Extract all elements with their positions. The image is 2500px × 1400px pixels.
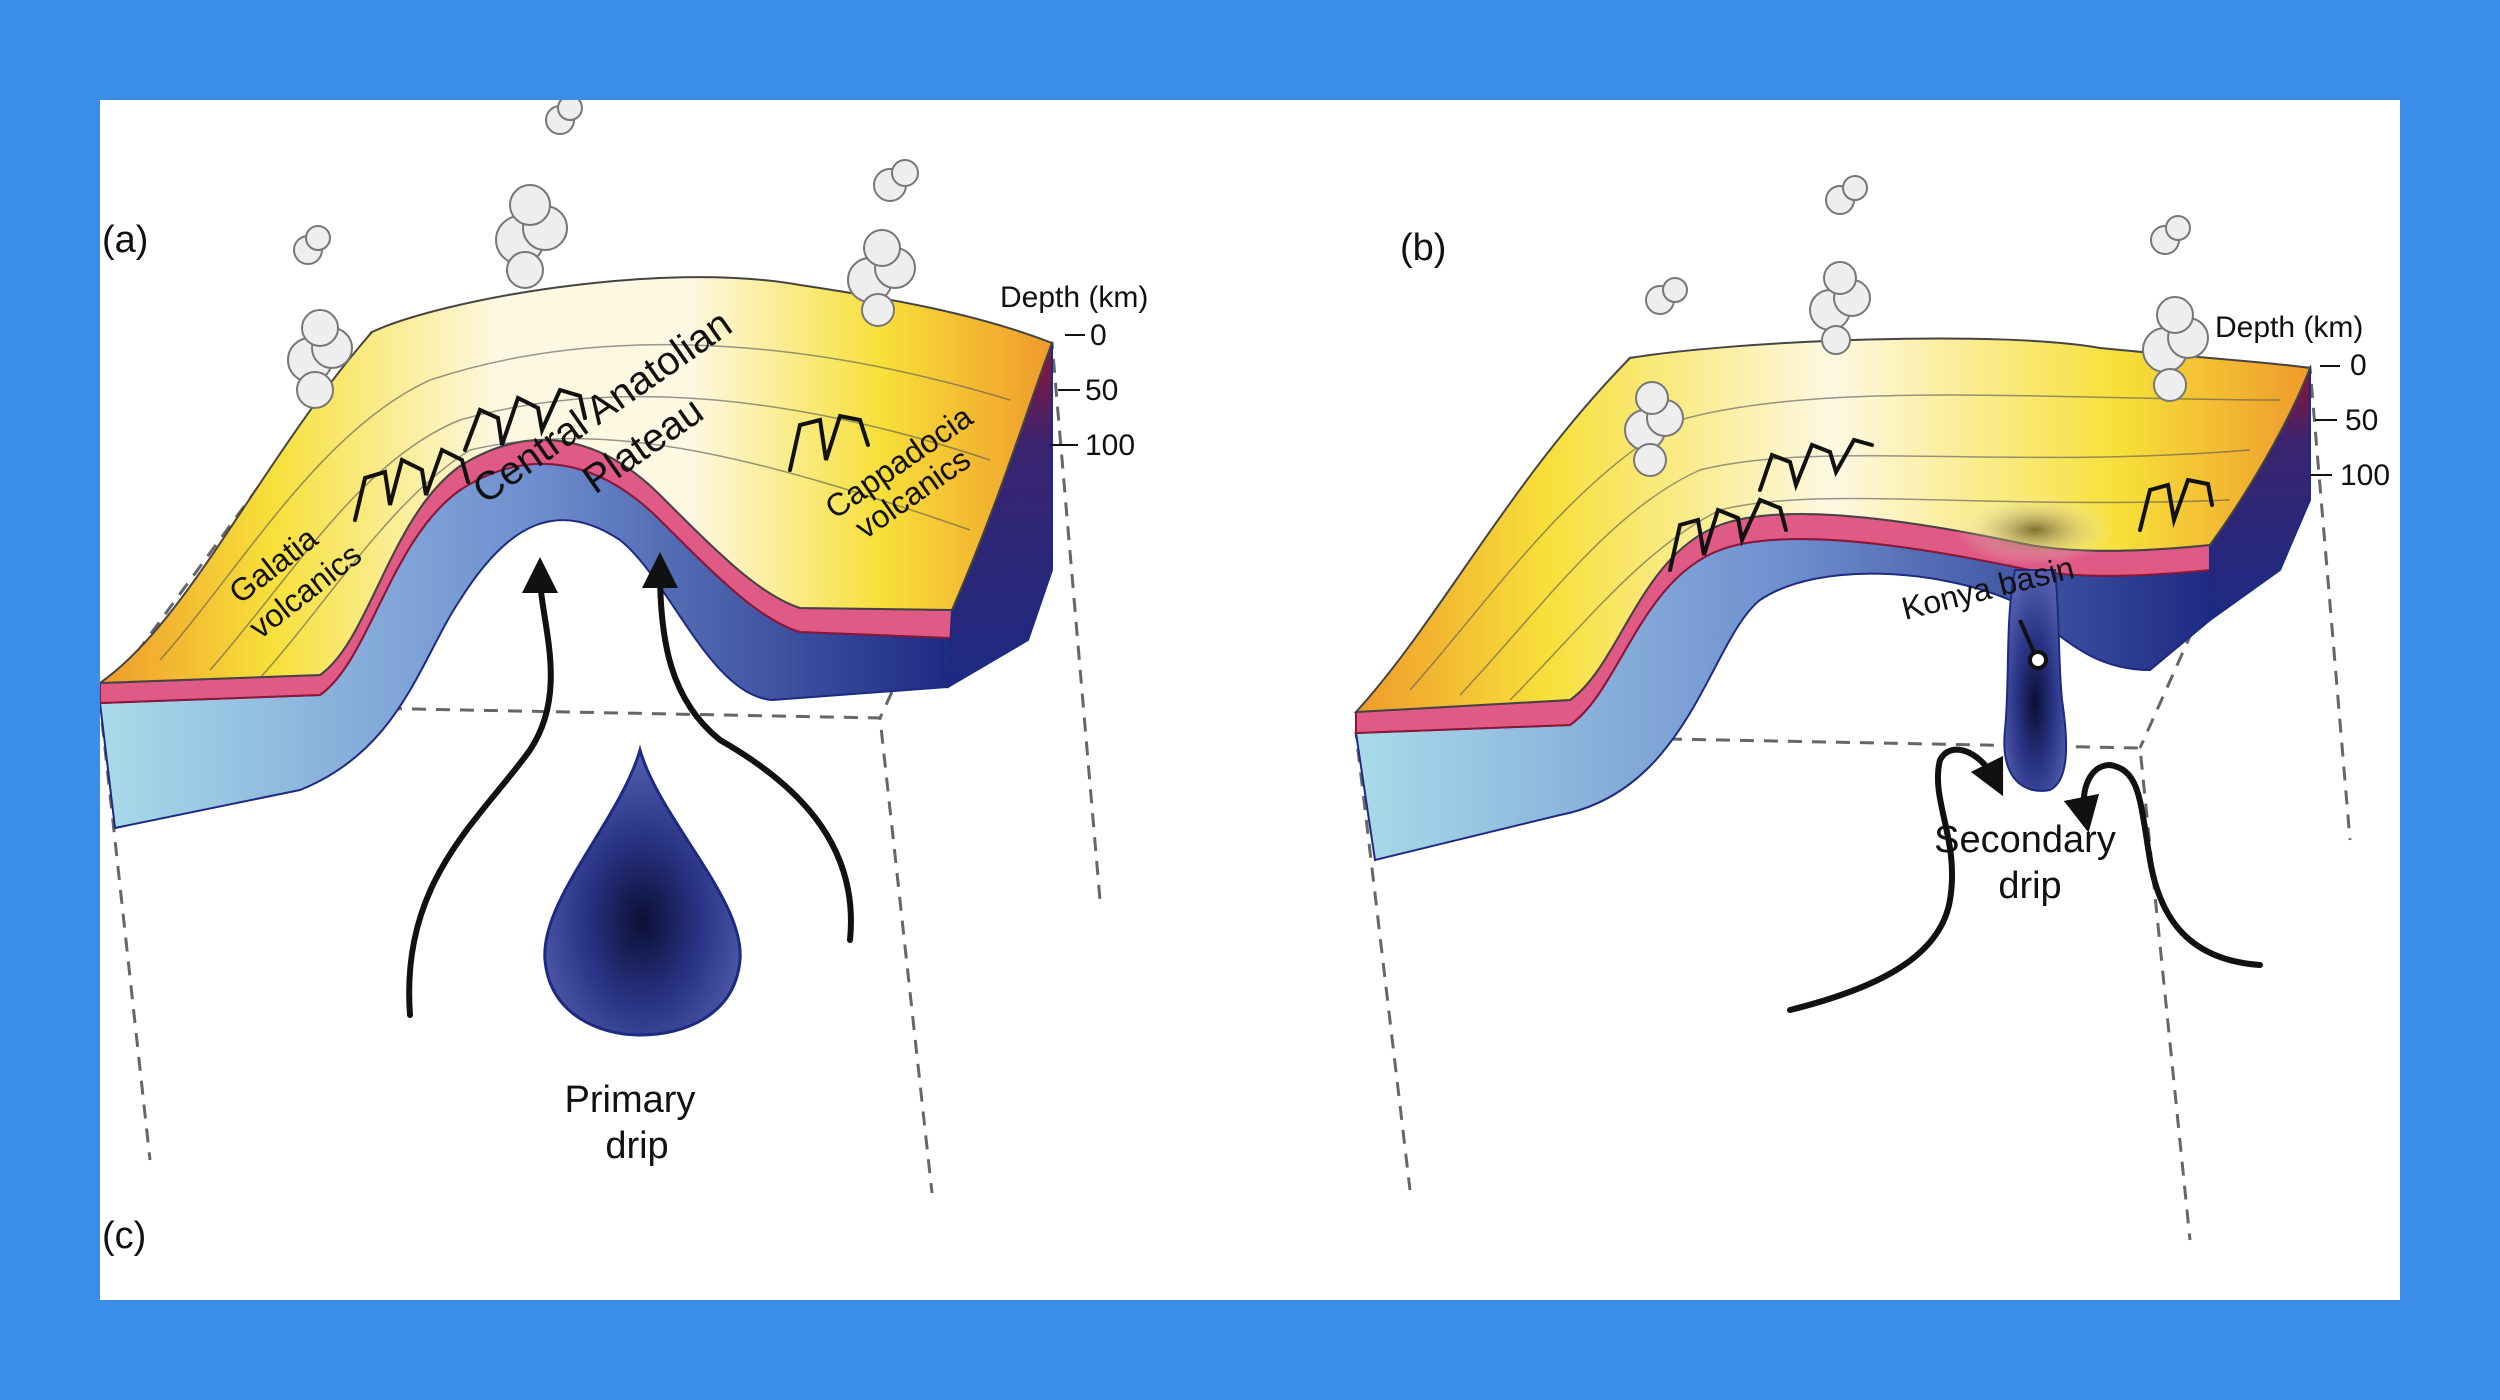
panel-a-label-drip: drip [605,1125,668,1167]
smoke-plume-icon [847,159,919,327]
panel-b-depth-tick: 100 [2340,459,2390,492]
panel-a-depth-tick: 100 [1085,429,1135,462]
panel-b-label-drip: drip [1998,865,2061,907]
panel-a-depth-tick: 0 [1090,319,1107,352]
smoke-plume-icon [495,100,583,289]
figure-panel: (a) Depth (km) 0 50 100 Galatia volcanic… [100,100,2400,1300]
panel-b-label-secondary: Secondary [1934,819,2116,861]
panel-a-depth-ticks [1050,334,1085,446]
panel-b-mountains [1668,437,2214,572]
panel-a-label-primary: Primary [565,1079,696,1121]
panel-a-smoke-plumes [287,100,919,409]
panel-b-depth-ticks [2310,365,2340,476]
panel-a-mountains [353,387,870,522]
panel-b-basin-shading [1955,495,2115,565]
panel-a-label: (a) [102,219,148,261]
panel-b-contours [1409,394,2281,701]
panel-b-basin-marker-icon [2028,650,2048,670]
panel-b-label: (b) [1400,227,1446,269]
smoke-plume-icon [287,225,353,409]
panel-c-label: (c) [102,1215,146,1257]
smoke-plume-icon [2142,215,2209,402]
panel-b-depth-tick: 50 [2345,404,2378,437]
smoke-plume-icon [1624,277,1688,477]
panel-a-flow-arrows [406,552,854,1018]
panel-a-depth-title: Depth (km) [1000,281,1148,314]
panel-b-smoke-plumes [1624,175,2209,477]
panel-b-secondary-drip [2003,569,2068,792]
smoke-plume-icon [1809,175,1871,355]
panel-b: (b) Depth (km) 0 50 100 Konya basin Seco… [1353,175,2390,1241]
panel-b-basin-pointer-line [2018,619,2037,656]
panel-a-primary-drip [543,744,742,1037]
panel-b-flow-arrows [1787,746,2263,1013]
block-diagram-figure: (a) Depth (km) 0 50 100 Galatia volcanic… [100,100,2390,1257]
panel-a: (a) Depth (km) 0 50 100 Galatia volcanic… [100,100,1148,1257]
panel-b-depth-tick: 0 [2350,349,2367,382]
panel-b-depth-title: Depth (km) [2215,311,2363,344]
panel-a-depth-tick: 50 [1085,374,1118,407]
